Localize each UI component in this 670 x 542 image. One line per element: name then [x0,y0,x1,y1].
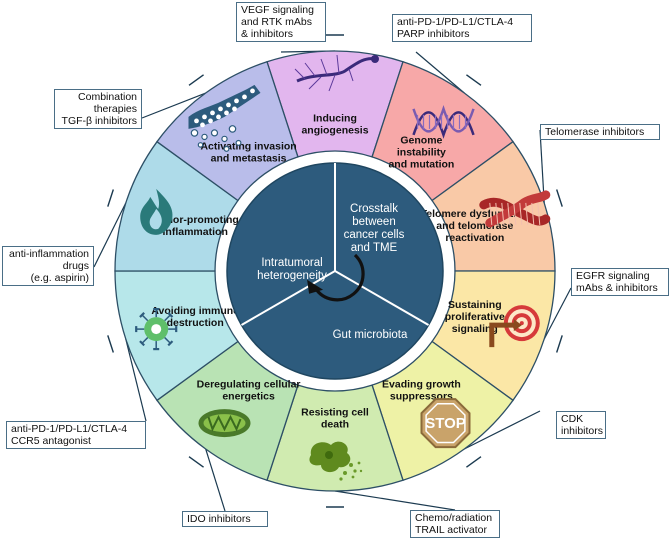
inhibitor-text: VEGF signaling [241,4,314,16]
inhibition-bar [188,74,204,86]
blood-vessel-icon [294,54,379,92]
inhibitor-text: & inhibitors [241,28,293,40]
inhibitor-box-angiogenesis: VEGF signaling and RTK mAbs & inhibitors [236,2,326,42]
inhibitor-text: inhibitors [561,425,604,437]
inhibitor-box-telomere: Telomerase inhibitors [540,124,660,140]
inhibitor-text: CCR5 antagonist [11,435,91,447]
inhibitor-text: anti-PD-1/PD-L1/CTLA-4 [397,16,514,28]
inhibitor-box-immune: anti-PD-1/PD-L1/CTLA-4 CCR5 antagonist [6,421,146,449]
connector-line [543,287,572,340]
connector-line [125,338,147,422]
immune-cell-icon [135,307,178,351]
mitochondrion-icon [198,409,251,438]
inhibitor-text: and RTK mAbs [241,16,313,28]
inhibitor-box-energetics: IDO inhibitors [182,511,268,527]
inhibitor-text: mAbs & inhibitors [576,282,658,294]
inhibitor-box-proliferative: EGFR signaling mAbs & inhibitors [571,268,669,296]
inhibition-bar [107,335,114,353]
inhibitor-text: Telomerase inhibitors [545,126,645,138]
inhibitor-connectors [93,34,572,512]
inhibition-bar [466,456,482,468]
connector-line [93,202,127,268]
connector-line [539,129,545,204]
metastasis-icon [188,84,261,152]
flame-icon [140,188,173,235]
inhibitor-box-genome: anti-PD-1/PD-L1/CTLA-4 PARP inhibitors [392,14,532,42]
inhibitor-box-inflammation: anti-inflammation drugs (e.g. aspirin) [2,246,94,286]
connector-line [205,448,226,512]
inhibitor-box-growth-suppressors: CDK inhibitors [556,411,606,439]
inhibitor-text: TGF-β inhibitors [61,115,137,127]
inhibition-bar [466,74,482,86]
inhibitor-text: EGFR signaling [576,270,650,282]
dying-cell-icon [309,441,363,481]
inhibitor-text: (e.g. aspirin) [30,272,89,284]
inhibition-bar [188,456,204,468]
inhibition-bar [107,189,114,207]
core-divider [240,270,336,326]
inhibition-bar [556,335,563,353]
core-divider [334,270,430,326]
inhibitor-text: TRAIL activator [415,524,487,536]
connector-line [141,92,206,119]
cycle-arrow-head [307,279,324,294]
chromosome-icon [479,190,551,228]
inhibitor-text: anti-inflammation [9,248,89,260]
connector-line [464,410,541,450]
inhibitor-box-invasion: Combination therapies TGF-β inhibitors [54,89,142,129]
inhibitor-box-cell-death: Chemo/radiation TRAIL activator [410,510,500,538]
connector-line [415,51,465,94]
inhibitor-text: Combination [78,91,137,103]
inhibition-bar [556,189,563,207]
inhibitor-text: PARP inhibitors [397,28,470,40]
hallmark-segment [156,60,299,202]
inhibitor-text: therapies [93,103,137,115]
inhibitor-text: CDK [561,413,584,425]
inhibitor-text: anti-PD-1/PD-L1/CTLA-4 [11,423,128,435]
hallmark-icons: STOP [135,54,551,481]
inhibitor-text: IDO inhibitors [187,513,251,525]
stop-sign-icon: STOP [420,398,471,449]
core-sector-label: Gut microbiota [333,329,408,341]
cycle-arrow [313,253,365,302]
inhibitor-text: Chemo/radiation [415,512,493,524]
target-icon [489,305,540,348]
stop-sign-text: STOP [425,415,466,432]
dna-icon [412,104,475,139]
connector-line [334,490,456,511]
inhibitor-text: drugs [62,260,89,272]
